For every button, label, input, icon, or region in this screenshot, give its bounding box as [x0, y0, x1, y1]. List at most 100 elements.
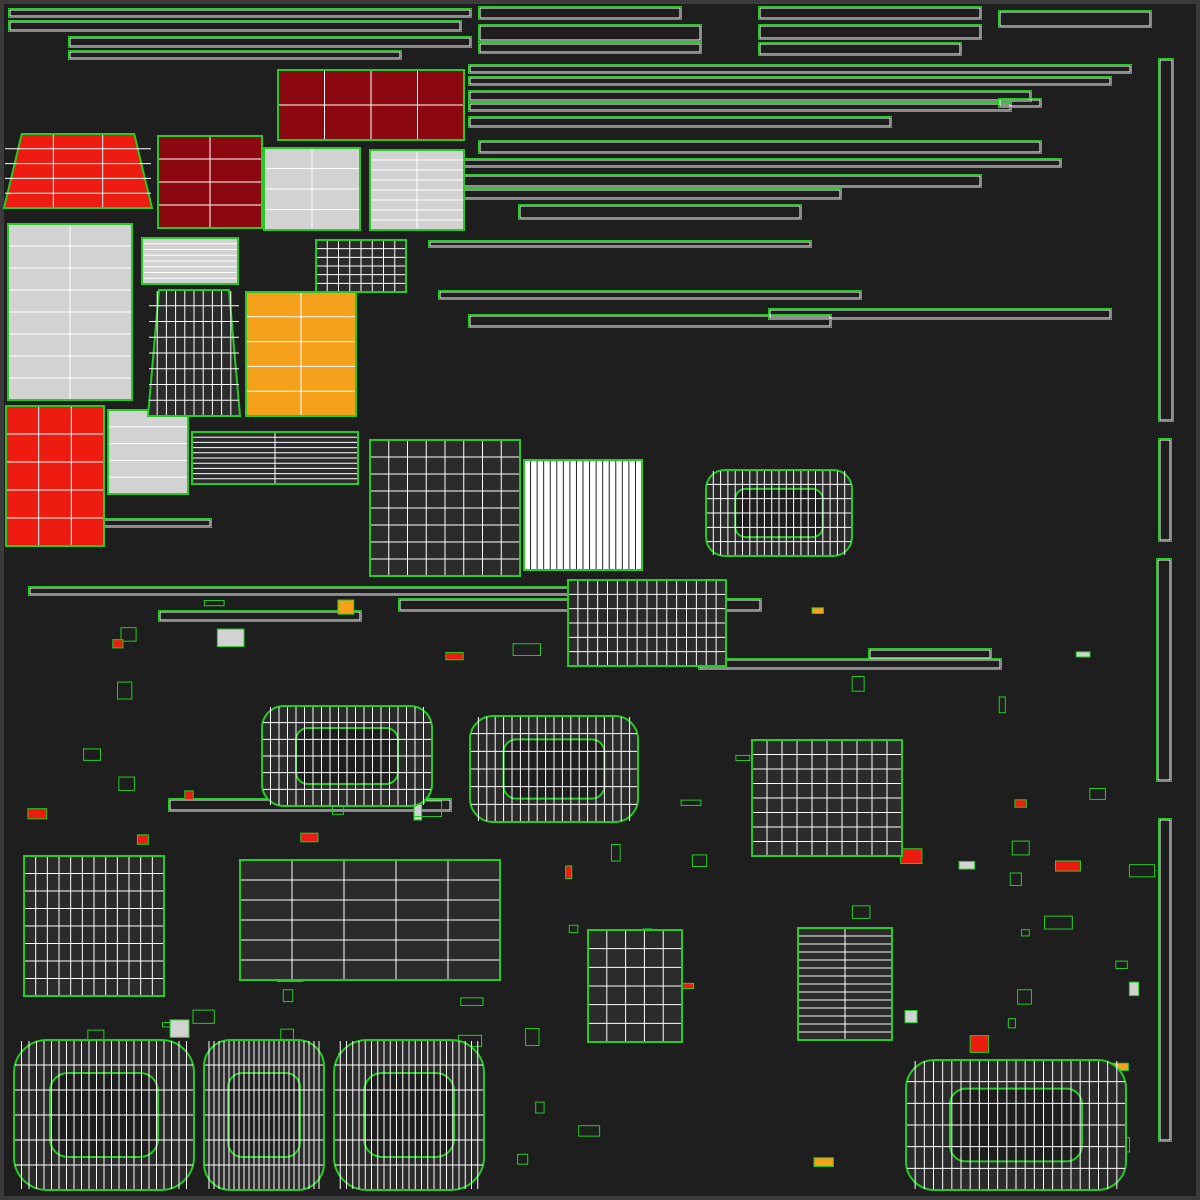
uv-fragment [900, 848, 923, 864]
uv-island-shape [5, 405, 105, 547]
uv-fragment [120, 627, 137, 642]
seam-strip-outline [68, 50, 402, 60]
uv-fragment [565, 865, 573, 880]
uv-fragment [1075, 651, 1091, 658]
seam-strip [479, 141, 1041, 153]
uv-island [23, 855, 165, 997]
uv-fragment [813, 1157, 834, 1167]
uv-island [191, 431, 359, 485]
seam-strip-outline [1158, 438, 1172, 542]
uv-island [587, 929, 683, 1043]
seam-strip [759, 25, 981, 39]
seam-strip [69, 37, 471, 47]
seam-strip-outline [478, 6, 682, 20]
uv-island [567, 579, 727, 667]
uv-island [469, 715, 639, 823]
uv-fragment [192, 1009, 215, 1024]
uv-fragment [413, 800, 443, 818]
seam-strip [759, 43, 961, 55]
uv-fragment [1007, 1018, 1016, 1029]
seam-strip-outline [8, 8, 472, 18]
uv-fragment [112, 639, 124, 649]
seam-strip [429, 241, 811, 247]
seam-strip [469, 77, 1111, 85]
seam-strip [759, 7, 981, 19]
uv-fragment [460, 997, 484, 1007]
seam-strip [1159, 819, 1171, 1141]
uv-island [146, 289, 242, 417]
seam-strip-outline [8, 20, 462, 32]
uv-island-shape [107, 409, 189, 495]
seam-strip-outline [428, 240, 812, 248]
uv-fragment [1128, 864, 1156, 878]
uv-fragment [136, 834, 149, 845]
seam-strip [69, 51, 401, 59]
seam-strip-outline [758, 42, 962, 56]
uv-island [107, 409, 189, 495]
uv-island [751, 739, 903, 857]
uv-fragment [691, 854, 708, 867]
uv-fragment [83, 748, 102, 761]
uv-fragment [611, 844, 621, 862]
uv-island [905, 1059, 1127, 1191]
uv-island [203, 1039, 325, 1191]
seam-strip [479, 7, 681, 19]
uv-island [315, 239, 407, 293]
uv-fragment [535, 1101, 545, 1114]
uv-fragment [118, 776, 135, 791]
uv-island-group [2, 69, 1127, 1191]
uv-island [141, 237, 239, 285]
seam-strip-outline [758, 6, 982, 20]
seam-strip [439, 291, 861, 299]
seam-strip [469, 315, 831, 327]
uv-fragment [998, 696, 1006, 714]
uv-fragment [117, 681, 133, 700]
uv-fragment [512, 643, 541, 657]
uv-island [245, 291, 357, 417]
uv-fragment [517, 1153, 529, 1165]
seam-strip-outline [768, 308, 1112, 320]
uv-fragment [216, 628, 245, 648]
seam-strip-outline [158, 610, 362, 622]
uv-fragment [300, 832, 319, 843]
uv-island [523, 459, 643, 571]
seam-strip-outline [1158, 818, 1172, 1142]
uv-fragment [1054, 860, 1082, 872]
seam-strip-outline [68, 36, 472, 48]
seam-strip [479, 43, 701, 53]
uv-fragment [169, 1019, 190, 1038]
seam-strip [1159, 59, 1173, 421]
uv-fragment [1115, 960, 1128, 969]
seam-strip [479, 25, 701, 41]
uv-fragment [680, 799, 702, 806]
uv-island [239, 859, 501, 981]
seam-strip [1159, 439, 1171, 541]
uv-island [261, 705, 433, 807]
seam-strip [469, 91, 1031, 101]
uv-island [705, 469, 853, 557]
uv-island [157, 135, 263, 229]
uv-island [13, 1039, 195, 1191]
seam-strip [469, 65, 1131, 73]
uv-island [797, 927, 893, 1041]
seam-strip [469, 117, 891, 127]
uv-island [263, 147, 361, 231]
uv-fragment [851, 905, 871, 919]
seam-strip [9, 9, 471, 17]
uv-island [369, 439, 521, 577]
seam-strip-outline [478, 140, 1042, 154]
uv-fragment [525, 1028, 540, 1047]
uv-island [7, 223, 133, 401]
uv-fragment [1009, 872, 1022, 886]
uv-fragment [578, 1125, 601, 1137]
seam-strip-outline [468, 64, 1132, 74]
seam-strip-outline [1156, 558, 1172, 782]
seam-strip-outline [478, 24, 702, 42]
uv-fragment [1020, 929, 1030, 937]
uv-island [333, 1039, 485, 1191]
uv-fragment [282, 989, 294, 1003]
uv-fragment [969, 1035, 990, 1053]
uv-fragment [811, 607, 824, 615]
seam-strip-outline [518, 204, 802, 220]
